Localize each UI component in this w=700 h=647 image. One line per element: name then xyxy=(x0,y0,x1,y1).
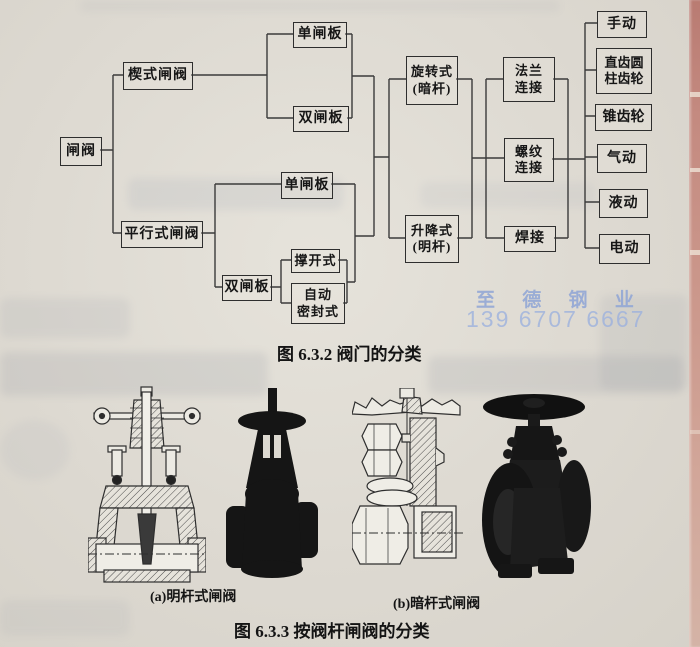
node-label: 直齿圆 xyxy=(604,54,644,70)
valve-a-label: (a)明杆式闸阀 xyxy=(150,590,237,605)
node-label: 楔式闸阀 xyxy=(128,68,188,84)
node-parallel-gate-valve: 平行式闸阀 xyxy=(121,221,203,248)
valve-b-section-drawing-image xyxy=(352,388,464,565)
node-label: 法兰 xyxy=(514,63,543,79)
figure-6-3-2-caption: 图 6.3.2 阀门的分类 xyxy=(277,345,422,364)
node-manual: 手动 xyxy=(597,11,647,38)
node-label: 焊接 xyxy=(515,231,545,247)
node-label: 柱齿轮 xyxy=(604,71,644,86)
node-expanding-type: 撑开式 xyxy=(291,249,340,273)
node-double-disc-1: 双闸板 xyxy=(293,106,349,132)
watermark-phone: 139 6707 6667 xyxy=(466,306,646,332)
node-flange-connection: 法兰 连接 xyxy=(503,57,555,102)
node-label: 锥齿轮 xyxy=(602,109,645,125)
valve-b-label: (b)暗杆式闸阀 xyxy=(393,597,481,612)
node-label: 平行式闸阀 xyxy=(124,226,200,242)
node-label: 升降式 xyxy=(410,222,453,238)
node-label: 液动 xyxy=(608,195,639,211)
node-label: 双闸板 xyxy=(224,280,270,296)
node-label: 电动 xyxy=(609,241,640,257)
node-label: 闸阀 xyxy=(66,143,96,159)
node-spur-gear: 直齿圆 柱齿轮 xyxy=(596,48,652,94)
page-edge-mark xyxy=(690,250,700,255)
node-label: 连接 xyxy=(514,160,543,175)
node-lifting-exposed-stem: 升降式 (明杆) xyxy=(405,215,459,263)
node-label: (明杆) xyxy=(412,239,452,254)
node-label: 单闸板 xyxy=(284,177,330,193)
valve-a-section-drawing-image xyxy=(88,386,206,583)
page-edge-mark xyxy=(690,92,700,97)
node-bevel-gear: 锥齿轮 xyxy=(595,104,652,131)
node-electric: 电动 xyxy=(599,234,650,264)
node-welded: 焊接 xyxy=(504,226,556,252)
node-label: 手动 xyxy=(607,16,637,32)
node-label: 单闸板 xyxy=(297,27,343,43)
node-label: 气动 xyxy=(607,150,637,166)
node-label: 撑开式 xyxy=(294,252,337,268)
node-label: 螺纹 xyxy=(514,143,543,159)
node-pneumatic: 气动 xyxy=(597,144,647,173)
page-edge-mark xyxy=(690,168,700,172)
watermark-company: 至 德 钢 业 xyxy=(476,290,645,311)
node-double-disc-2: 双闸板 xyxy=(222,275,272,301)
node-single-disc-2: 单闸板 xyxy=(281,172,333,199)
node-thread-connection: 螺纹 连接 xyxy=(504,138,554,182)
node-label: 旋转式 xyxy=(410,64,453,80)
node-single-disc-1: 单闸板 xyxy=(293,22,347,48)
node-hydraulic: 液动 xyxy=(599,189,648,218)
node-label: 自动 xyxy=(303,287,332,303)
page-edge-strip xyxy=(689,0,700,647)
figure-6-3-3-caption: 图 6.3.3 按阀杆闸阀的分类 xyxy=(234,622,430,641)
node-wedge-gate-valve: 楔式闸阀 xyxy=(123,62,193,90)
node-rotary-concealed-stem: 旋转式 (暗杆) xyxy=(406,56,458,105)
node-label: 密封式 xyxy=(296,303,339,319)
valve-b-photo-image xyxy=(482,394,591,578)
node-self-sealing-type: 自动 密封式 xyxy=(291,283,345,324)
node-gate-valve: 闸阀 xyxy=(60,137,102,166)
node-label: 连接 xyxy=(514,79,543,95)
page-edge-mark xyxy=(690,430,700,434)
node-label: (暗杆) xyxy=(412,80,452,96)
valve-a-silhouette-image xyxy=(226,388,318,578)
node-label: 双闸板 xyxy=(298,111,344,127)
